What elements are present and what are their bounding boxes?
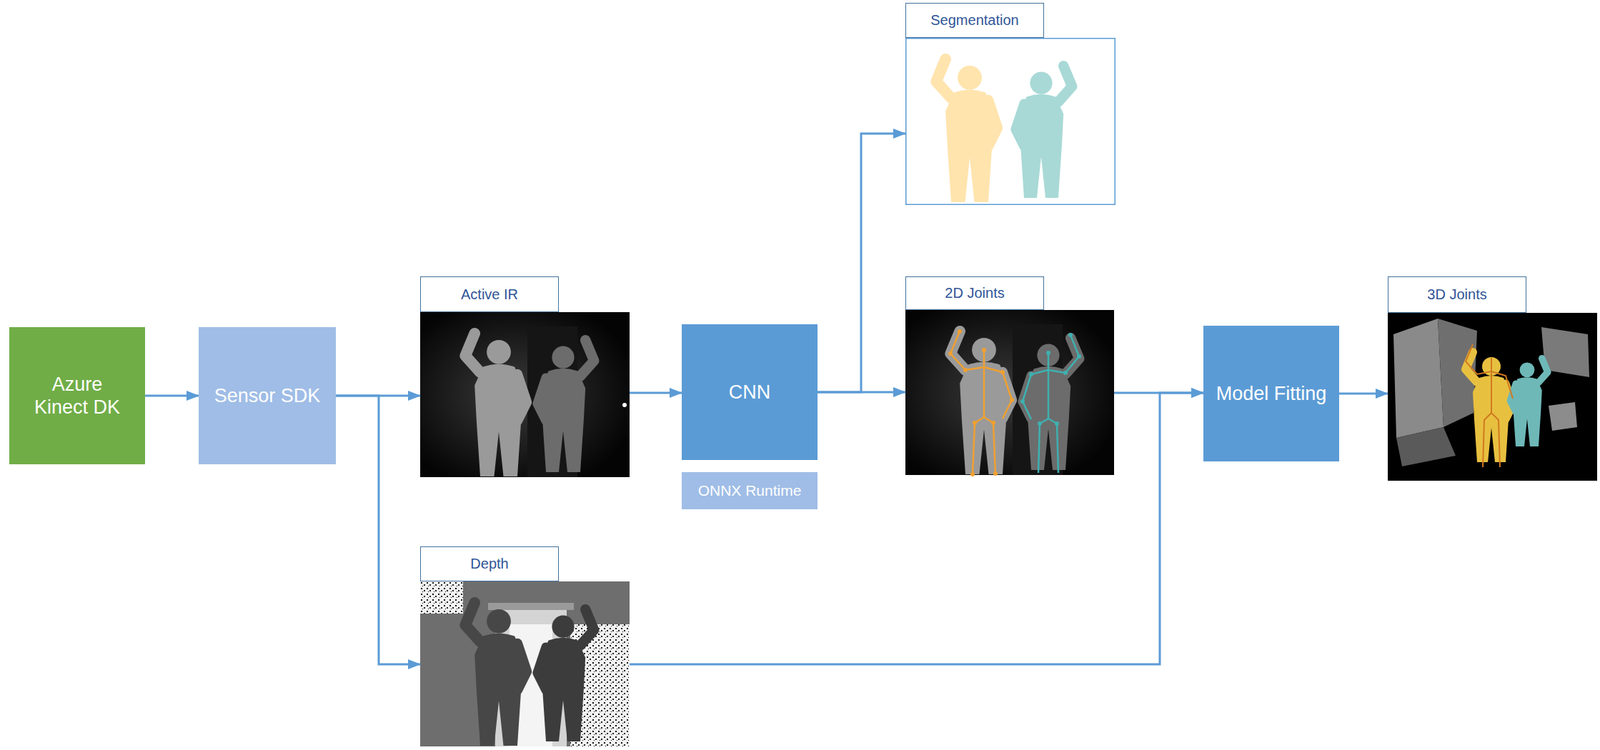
panel-heading: Segmentation (930, 12, 1019, 29)
flow-arrow (817, 133, 906, 393)
skeleton-3d (1465, 344, 1513, 468)
image-panel: Active IR (420, 276, 630, 478)
joints-teal-part (1063, 370, 1068, 376)
panel-heading: 2D Joints (944, 285, 1005, 302)
joints-orange-part (970, 472, 975, 477)
panel-tab: Depth (420, 546, 559, 582)
joints-orange-part (1009, 398, 1015, 403)
segmentation-image (906, 38, 1116, 206)
skeleton-orange (950, 331, 1012, 475)
flow-arrow (1339, 393, 1388, 396)
joints-orange-part (1000, 370, 1005, 375)
ir-image-part (420, 312, 630, 478)
joints3d-image-part (1396, 427, 1456, 467)
ir-image-part (465, 333, 527, 477)
panel-tab: Active IR (420, 276, 559, 313)
joints2d-image-part (950, 331, 1012, 475)
depth-image-part (420, 581, 630, 747)
skeleton-3d-part (1465, 344, 1492, 375)
segmentation-image-part-part (1015, 65, 1072, 198)
joints-orange-part (993, 471, 998, 476)
box-label: Azure Kinect DK (29, 373, 126, 420)
panel-heading: Depth (470, 555, 509, 573)
joints-teal-part (1029, 372, 1034, 377)
depth-image-part (420, 581, 464, 614)
depth-image-part-part (537, 609, 594, 742)
joints-teal-part (1068, 333, 1073, 338)
box-label: Sensor SDK (214, 384, 321, 408)
joints3d-image (1387, 312, 1598, 481)
image-panel: Segmentation (905, 2, 1116, 206)
ir-image-part (537, 340, 594, 473)
joints-teal-part (1046, 350, 1051, 356)
skeleton-3d-part (1491, 371, 1513, 399)
joints3d-image-part (1387, 312, 1598, 481)
joints2d-image-part (1022, 338, 1080, 471)
joints3d-image-part-part (1509, 358, 1548, 447)
joints-orange-part (957, 329, 962, 334)
joints-teal (1020, 333, 1082, 426)
skeleton-orange-part (972, 367, 985, 475)
runtime-box: ONNX Runtime (681, 472, 818, 510)
joints2d-image-part-part (1022, 338, 1080, 471)
box-label: CNN (728, 380, 772, 404)
ir-image (420, 312, 630, 478)
joints3d-image-part (1548, 402, 1578, 431)
joints3d-image-part (1509, 358, 1548, 447)
joints-teal-part (1020, 399, 1025, 404)
box-label: ONNX Runtime (698, 481, 802, 500)
segmentation-image-part (906, 38, 1116, 206)
depth-image-part (488, 603, 574, 611)
depth-image (420, 581, 630, 747)
skeleton-orange-part (984, 367, 1012, 419)
skeleton-teal-part (1048, 370, 1059, 474)
joints-orange (948, 329, 1015, 477)
process-box: CNN (681, 324, 818, 461)
sdk-box: Sensor SDK (198, 327, 336, 465)
segmentation-image-part (1015, 65, 1072, 198)
depth-image-part (537, 609, 594, 742)
joints-orange-part (972, 420, 977, 426)
image-panel: 2D Joints (905, 276, 1115, 476)
panel-heading: Active IR (460, 286, 519, 303)
joints-teal-part (1054, 421, 1060, 426)
joints-orange-part (991, 420, 996, 426)
ir-image-part-part (537, 340, 594, 473)
joints-teal-part (1076, 354, 1082, 359)
joints-orange-part (948, 351, 953, 356)
skeleton-teal-part (1048, 335, 1080, 374)
segmentation-image-part (936, 59, 998, 203)
joints2d-image-part (905, 310, 1115, 476)
depth-image-part (465, 603, 527, 747)
panel-tab: Segmentation (905, 2, 1045, 38)
panel-tab: 2D Joints (905, 276, 1045, 311)
skeleton-orange-part (984, 417, 996, 475)
joints-teal-part (1037, 421, 1042, 426)
flow-arrow (629, 392, 682, 395)
skeleton-orange-part (950, 331, 985, 371)
box-label: Model Fitting (1216, 382, 1328, 406)
joints-orange-part (963, 368, 968, 373)
flow-arrow (335, 395, 421, 665)
flow-arrow (817, 391, 906, 394)
skeleton-teal (1022, 335, 1080, 474)
process-box: Model Fitting (1203, 325, 1340, 462)
skeleton-3d-part (1491, 413, 1500, 468)
panel-tab: 3D Joints (1387, 276, 1527, 313)
image-panel: Depth (420, 546, 630, 747)
skeleton-teal-part (1038, 418, 1049, 474)
skeleton-teal-part (1022, 370, 1049, 420)
joints-orange-part (981, 348, 987, 353)
joints2d-image (905, 310, 1115, 477)
joints3d-image-part (1393, 318, 1444, 439)
ir-image-part (622, 403, 627, 408)
panel-heading: 3D Joints (1427, 286, 1487, 303)
device-box: Azure Kinect DK (9, 327, 146, 465)
image-panel: 3D Joints (1387, 276, 1598, 481)
skeleton-3d-part (1482, 371, 1492, 468)
flow-arrow (145, 395, 199, 398)
